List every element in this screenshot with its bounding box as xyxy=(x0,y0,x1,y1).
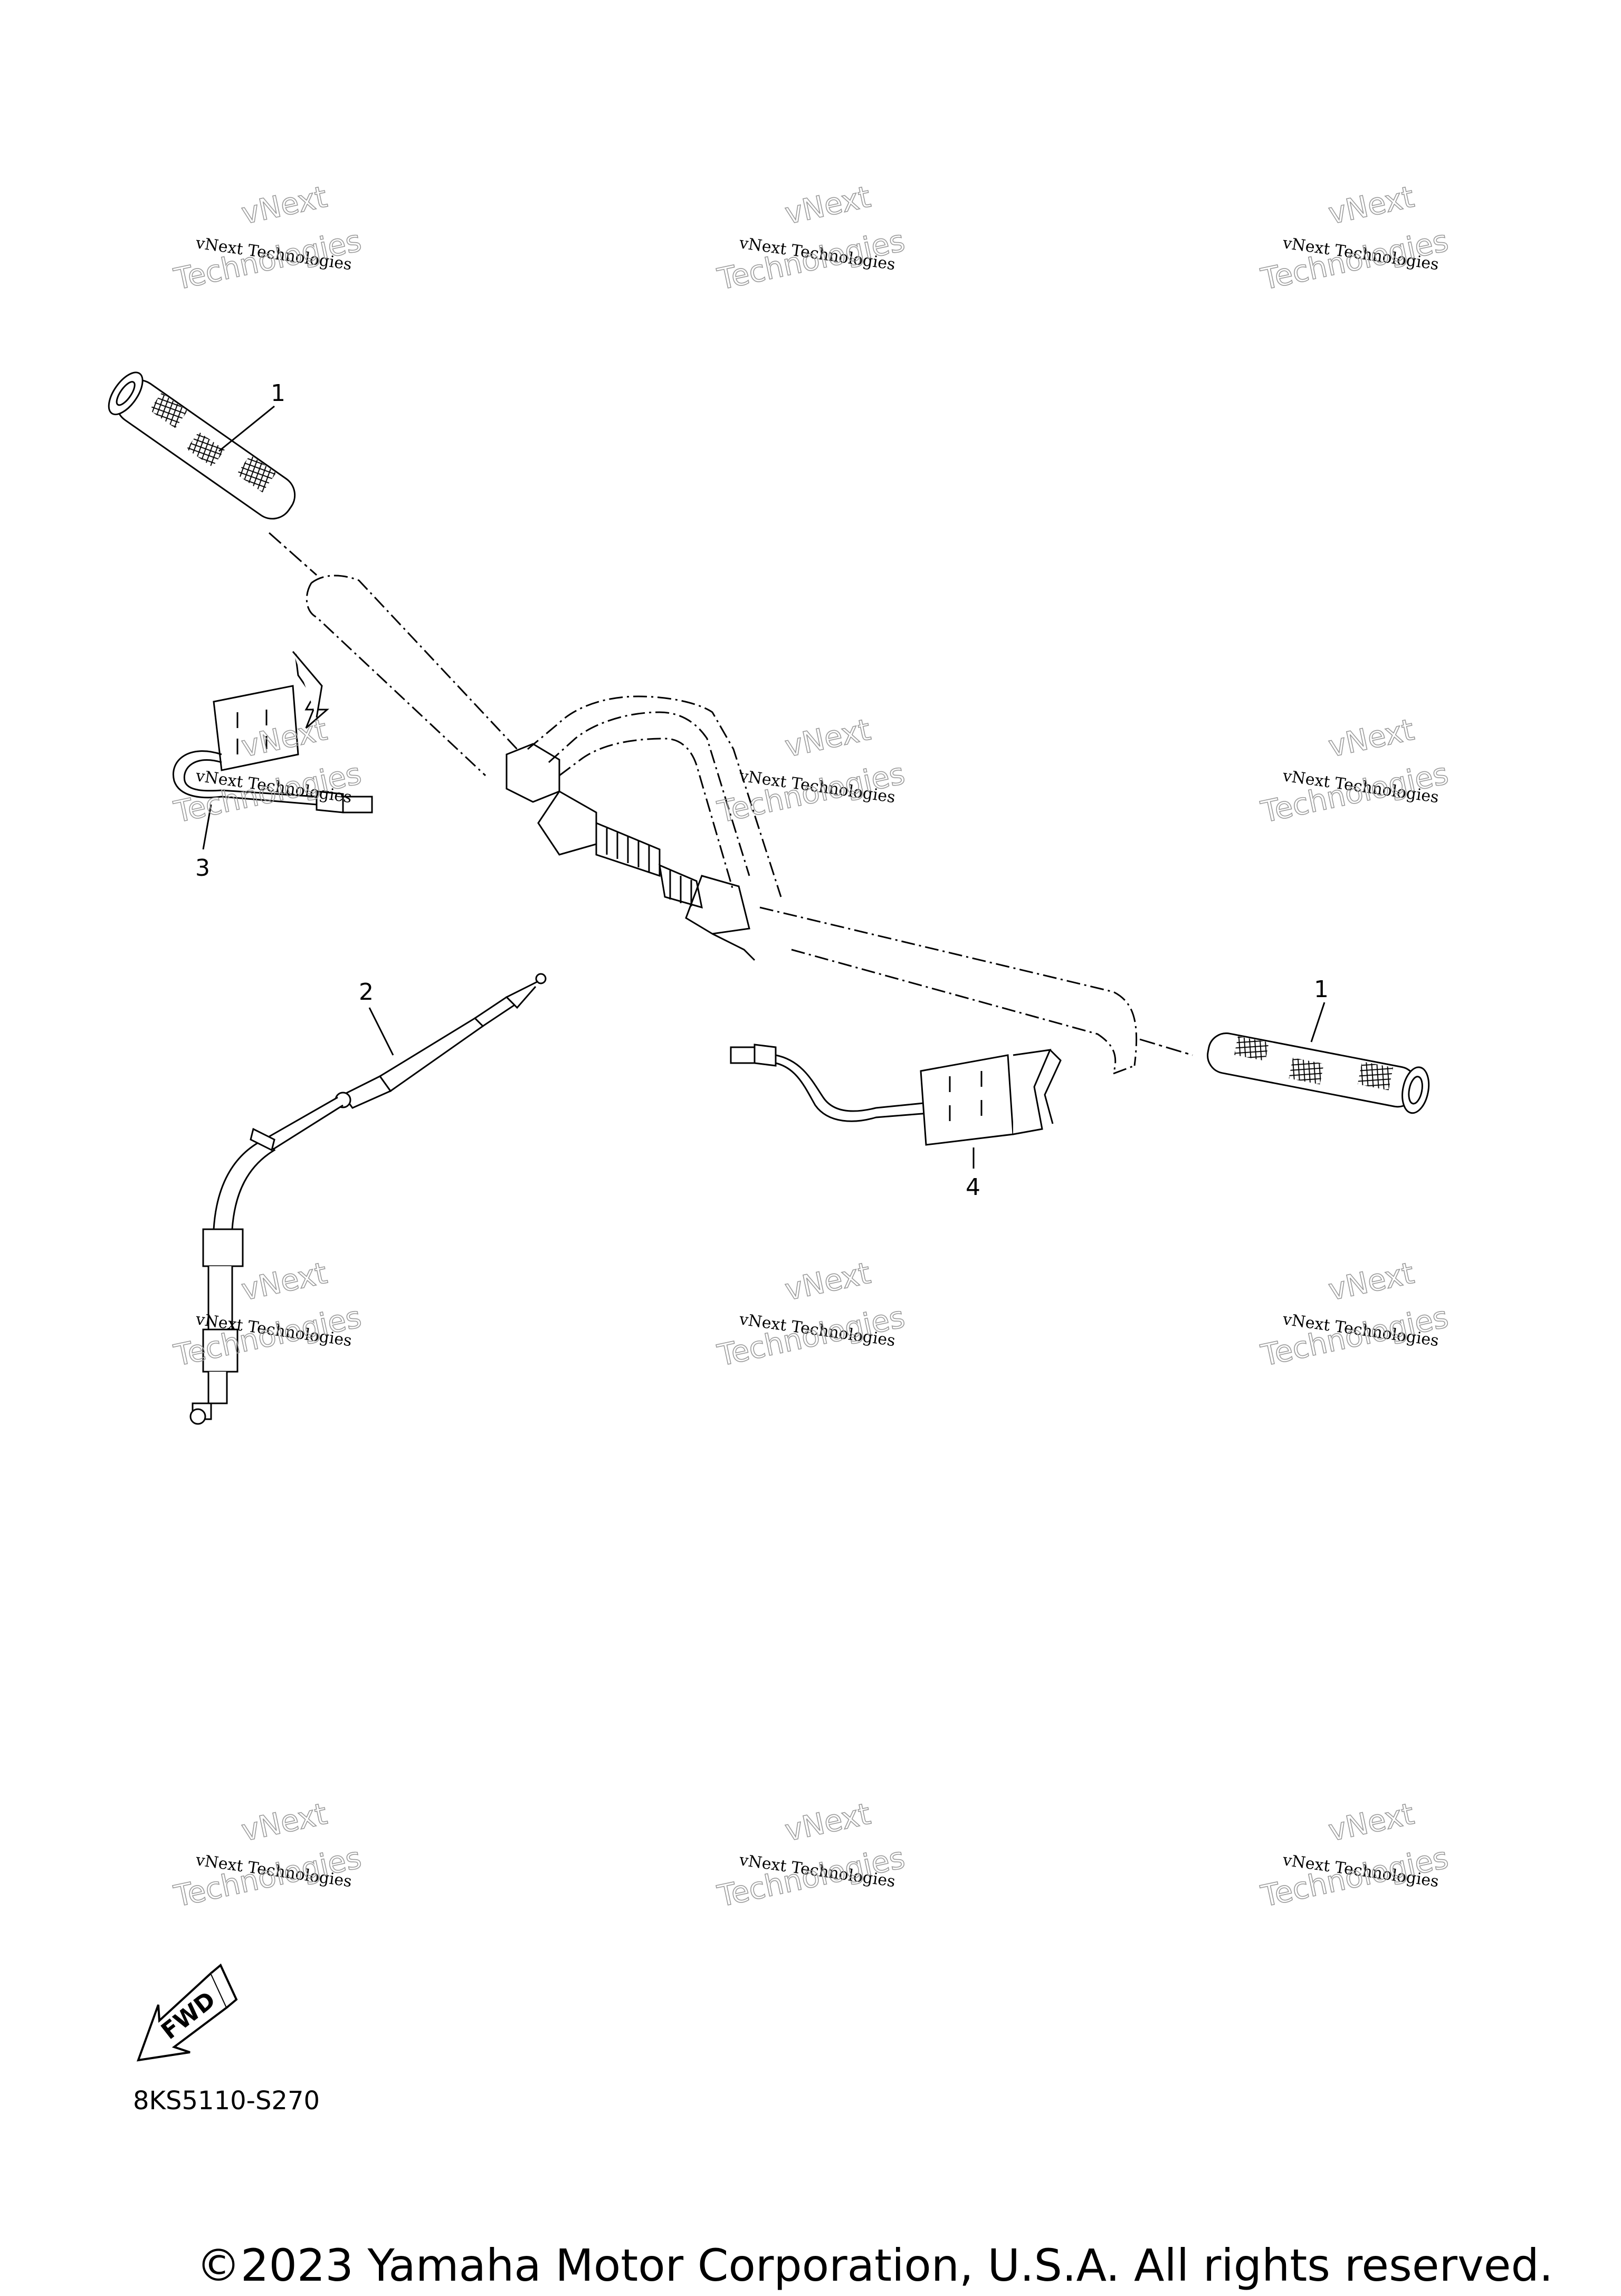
callout-grip-left: 1 xyxy=(271,380,285,407)
watermark-r3c2: vNext Technologies vNext Technologies xyxy=(714,1256,908,1374)
svg-text:vNext: vNext xyxy=(1326,1797,1417,1849)
svg-text:vNext: vNext xyxy=(782,1797,874,1849)
watermark-r3c3: vNext Technologies vNext Technologies xyxy=(1257,1256,1452,1374)
watermark-r2c3: vNext Technologies vNext Technologies xyxy=(1257,712,1452,830)
callout-grip-heater-left: 3 xyxy=(195,855,210,882)
diagram-code: 8KS5110-S270 xyxy=(133,2086,320,2116)
watermark-r4c3: vNext Technologies vNext Technologies xyxy=(1257,1796,1452,1915)
grip-left[interactable] xyxy=(102,367,304,528)
watermark-r1c1: vNext Technologies vNext Technologies xyxy=(170,179,365,298)
svg-text:vNext: vNext xyxy=(239,1256,330,1308)
watermark-r2c2: vNext Technologies vNext Technologies xyxy=(714,712,908,830)
svg-text:vNext: vNext xyxy=(1326,713,1417,764)
callout-leader xyxy=(218,405,275,452)
grip-heater-left[interactable] xyxy=(173,651,373,814)
watermark-r4c2: vNext Technologies vNext Technologies xyxy=(714,1796,908,1915)
callout-grip-heater-right: 4 xyxy=(966,1174,980,1201)
svg-text:vNext: vNext xyxy=(239,1797,330,1849)
svg-text:vNext: vNext xyxy=(1326,1256,1417,1308)
callout-leader xyxy=(202,804,212,850)
watermark-r4c1: vNext Technologies vNext Technologies xyxy=(170,1796,365,1915)
copyright-notice: ©2023 Yamaha Motor Corporation, U.S.A. A… xyxy=(196,2240,1553,2291)
callout-throttle-cable: 2 xyxy=(359,979,374,1006)
callout-grip-right: 1 xyxy=(1314,976,1329,1003)
grip-right[interactable] xyxy=(1204,1027,1433,1115)
svg-text:vNext: vNext xyxy=(782,713,874,764)
svg-text:vNext: vNext xyxy=(782,180,874,232)
watermark-r3c1: vNext Technologies vNext Technologies xyxy=(170,1256,365,1374)
throttle-cable[interactable] xyxy=(189,973,547,1425)
fwd-arrow-icon: FWD xyxy=(136,1963,238,2062)
watermark-r1c2: vNext Technologies vNext Technologies xyxy=(714,179,908,298)
callout-leader xyxy=(368,1007,394,1056)
grip-heater-right[interactable] xyxy=(730,1044,1062,1146)
handlebar-clamp xyxy=(506,743,756,961)
handlebar-phantom xyxy=(306,575,1138,1075)
svg-text:vNext: vNext xyxy=(1326,180,1417,232)
svg-text:vNext: vNext xyxy=(239,180,330,232)
svg-text:vNext: vNext xyxy=(782,1256,874,1308)
callout-leader xyxy=(1310,1002,1326,1042)
watermark-r1c3: vNext Technologies vNext Technologies xyxy=(1257,179,1452,298)
